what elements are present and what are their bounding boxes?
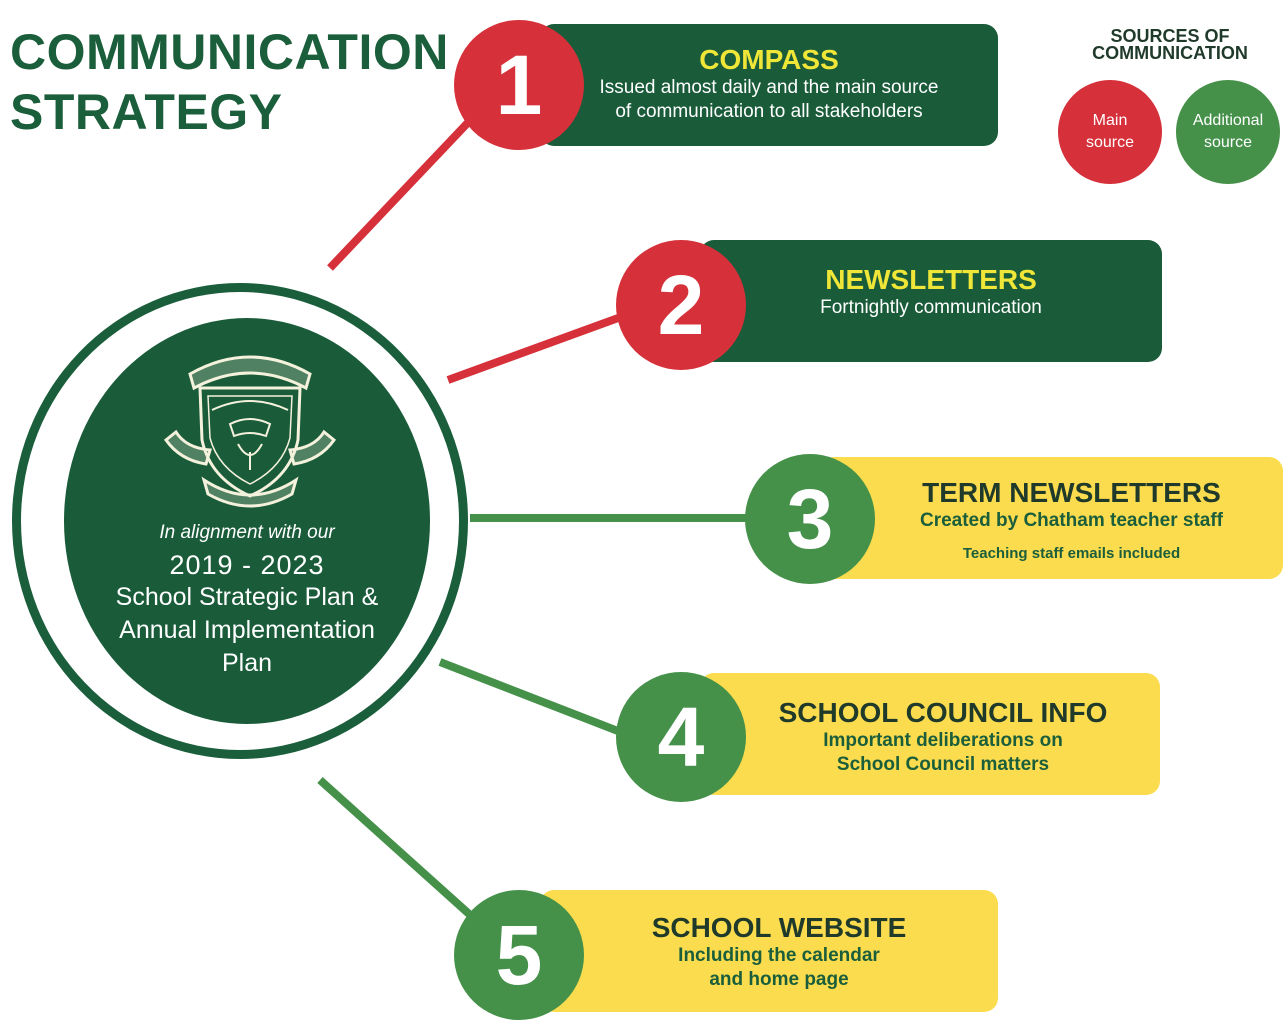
hub-text: In alignment with our 2019 - 2023 School…: [64, 522, 430, 680]
connector-5: [317, 777, 481, 925]
item-note: Teaching staff emails included: [962, 545, 1181, 562]
item-title: SCHOOL COUNCIL INFO: [778, 697, 1108, 728]
page-title: COMMUNICATION STRATEGY: [10, 22, 449, 142]
hub-lead: In alignment with our: [159, 522, 335, 543]
item-card-5: SCHOOL WEBSITE Including the calendar an…: [540, 890, 998, 1012]
item-description: Issued almost daily and the main source …: [599, 77, 939, 122]
hub-plan: School Strategic Plan & Annual Implement…: [115, 583, 379, 677]
title-line-2: STRATEGY: [10, 84, 283, 140]
legend-title: SOURCES OF COMMUNICATION: [1092, 26, 1248, 63]
item-description: Fortnightly communication: [820, 297, 1042, 318]
item-title: NEWSLETTERS: [825, 264, 1037, 295]
connector-2: [446, 306, 642, 384]
title-line-1: COMMUNICATION: [10, 24, 449, 80]
item-card-3: TERM NEWSLETTERS Created by Chatham teac…: [820, 457, 1283, 579]
legend-main-source: Main source: [1058, 80, 1162, 184]
item-number-3: 3: [745, 454, 875, 584]
item-card-2: NEWSLETTERS Fortnightly communication: [700, 240, 1162, 362]
item-title: TERM NEWSLETTERS: [922, 477, 1221, 508]
connector-1: [327, 109, 481, 271]
item-title: COMPASS: [699, 44, 839, 75]
item-title: SCHOOL WEBSITE: [651, 912, 907, 943]
item-number-2: 2: [616, 240, 746, 370]
legend-additional-source: Additional source: [1176, 80, 1280, 184]
item-card-4: SCHOOL COUNCIL INFO Important deliberati…: [700, 673, 1160, 795]
item-card-1: COMPASS Issued almost daily and the main…: [540, 24, 998, 146]
item-number-1: 1: [454, 20, 584, 150]
item-description: Created by Chatham teacher staff: [919, 510, 1224, 531]
school-crest-logo: [163, 355, 337, 508]
item-number-4: 4: [616, 672, 746, 802]
item-number-5: 5: [454, 890, 584, 1020]
hub-years: 2019 - 2023: [169, 550, 325, 580]
hub-circle: [64, 318, 430, 724]
connector-4: [438, 658, 638, 742]
item-description: Including the calendar and home page: [678, 945, 880, 990]
item-description: Important deliberations on School Counci…: [823, 730, 1063, 775]
